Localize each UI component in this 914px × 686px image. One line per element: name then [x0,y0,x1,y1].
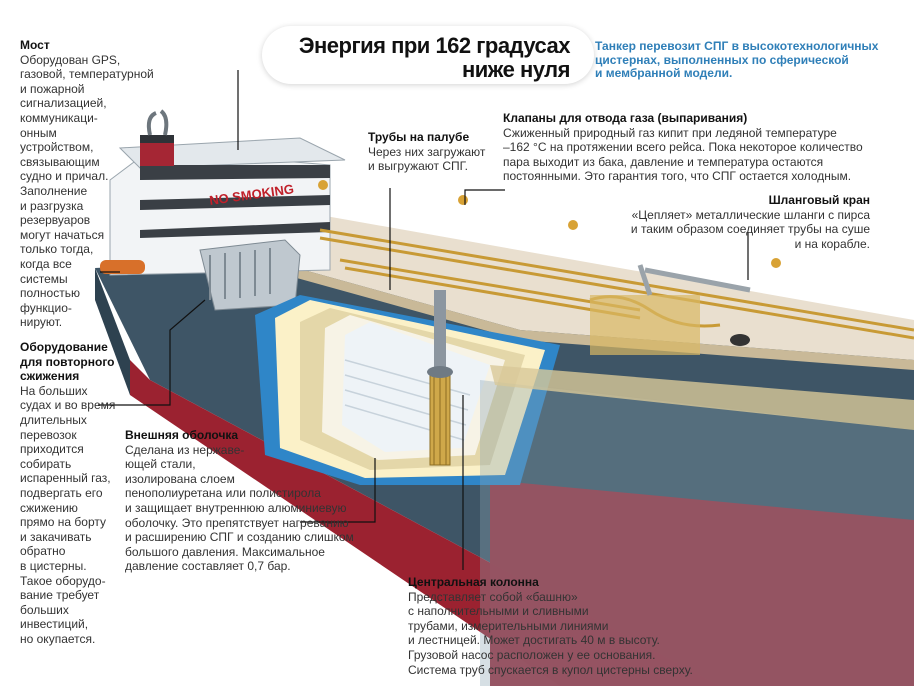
callout-central-column-title: Центральная колонна [408,575,539,589]
callout-outer-shell-title: Внешняя оболочка [125,428,239,442]
callout-deck-pipes-title: Трубы на палубе [368,130,470,144]
callout-hose-crane: Шланговый кран «Цепляет» металлические ш… [610,193,870,251]
callout-reliquefaction-title: Оборудование для повторного сжижения [20,340,115,384]
tank-cutaway [255,295,914,686]
callout-deck-pipes-text: Через них загружают и выгружают СПГ. [368,144,486,174]
callout-deck-pipes: Трубы на палубе Через них загружают и вы… [368,130,518,174]
page-subtitle: Танкер перевозит СПГ в высокотехнологичн… [595,39,879,81]
callout-central-column: Центральная колонна Представляет собой «… [408,575,708,677]
callout-reliquefaction: Оборудование для повторного сжижения На … [20,340,140,646]
callout-bridge-title: Мост [20,38,50,52]
callout-outer-shell-text: Сделана из нержаве- ющей стали, изолиров… [125,442,354,574]
callout-vent-valves: Клапаны для отвода газа (выпаривания) Сж… [503,111,903,184]
leader-lines [98,70,749,570]
bridge-superstructure [100,109,346,311]
callout-vent-valves-text: Сжиженный природный газ кипит при ледяно… [503,125,863,184]
callout-bridge-text: Оборудован GPS, газовой, температурной и… [20,52,154,330]
central-column [427,290,453,466]
callout-outer-shell: Внешняя оболочка Сделана из нержаве- юще… [125,428,365,574]
callout-central-column-text: Представляет собой «башню» с наполнитель… [408,589,693,677]
callout-bridge: Мост Оборудован GPS, газовой, температур… [20,38,170,330]
hose-crane [590,264,751,355]
page-title: Энергия при 162 градусах ниже нуля [298,33,571,82]
callout-hose-crane-title: Шланговый кран [768,193,870,207]
callout-hose-crane-text: «Цепляет» металлические шланги с пирса и… [630,207,870,251]
deck [250,215,914,370]
vent-valves [318,180,781,268]
callout-reliquefaction-text: На больших судах и во время длительных п… [20,383,116,646]
callout-vent-valves-title: Клапаны для отвода газа (выпаривания) [503,111,748,125]
title-banner: Энергия при 162 градусах ниже нуля [262,26,594,84]
